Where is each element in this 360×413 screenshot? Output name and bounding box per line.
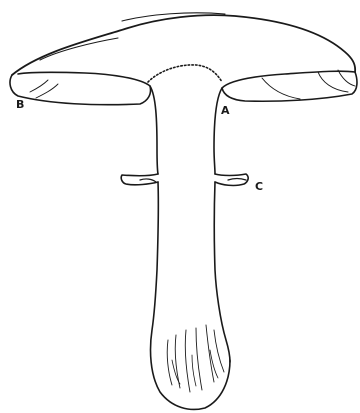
bulb-hatch-1 (167, 340, 172, 385)
label-b: B (16, 99, 24, 110)
stem-left-upper (150, 86, 158, 174)
cap-upper-outline-inner (40, 38, 118, 60)
stem-right-upper (214, 88, 222, 174)
cap-right-gill-curve-1 (262, 78, 300, 99)
cap-left-gill-hatch-1 (30, 80, 48, 92)
cap-stem-junction-stipple (148, 65, 222, 82)
cap-top-stroke (122, 13, 225, 21)
bulb-hatch-5 (206, 325, 214, 382)
label-c: C (255, 181, 263, 192)
bulb-hatch-8 (192, 355, 196, 386)
cap-upper-outline (12, 15, 355, 75)
cap-right-gill-curve-2 (318, 72, 348, 92)
cap-left-edge (10, 72, 151, 104)
bulb-hatch-6 (214, 330, 224, 372)
ring-left-flap (140, 179, 156, 182)
cap-left-gill-hatch-2 (36, 84, 58, 98)
label-a: A (221, 105, 230, 116)
bulb-hatch-4 (196, 328, 202, 390)
ring-right-flap (228, 179, 246, 181)
bulb-hatch-3 (185, 330, 190, 392)
stem-right-lower (214, 182, 230, 362)
